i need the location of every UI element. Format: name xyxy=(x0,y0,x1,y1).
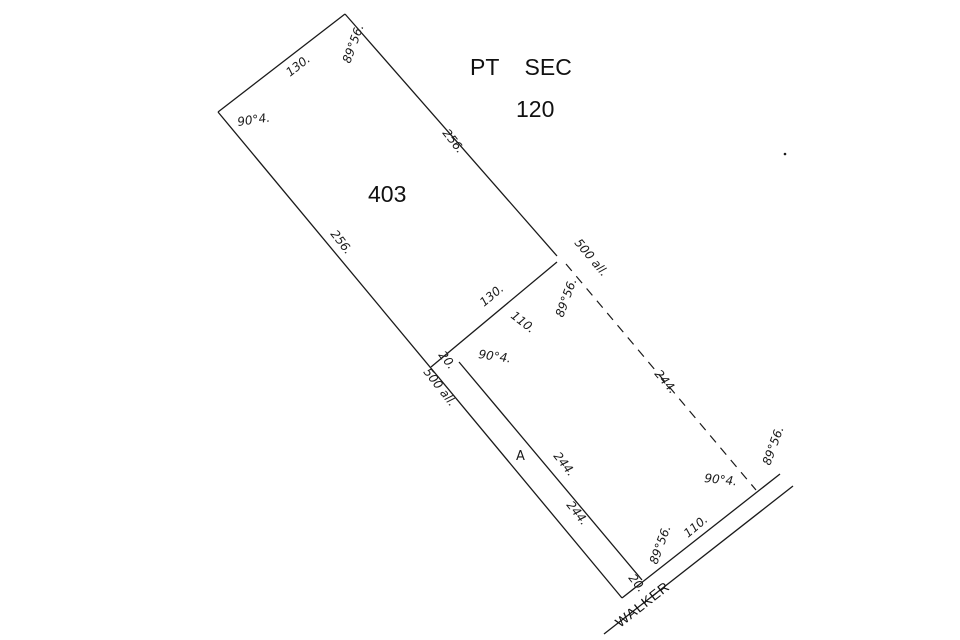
east-dashed-boundary xyxy=(565,263,757,491)
lot-403-right-boundary xyxy=(344,13,558,257)
dim-left-500: 500 all. xyxy=(421,365,459,409)
stray-mark xyxy=(783,152,787,156)
dim-left-angle: 90°4. xyxy=(236,111,270,129)
west-boundary xyxy=(217,111,623,599)
pt-sec-label: PT SEC xyxy=(470,54,572,80)
dim-left-20: 20. xyxy=(436,348,459,372)
lot-a-label: A xyxy=(516,449,525,464)
dim-right-244: 244. xyxy=(652,367,680,396)
lot-403-bottom-boundary xyxy=(430,261,558,368)
dim-strip-244-a: 244. xyxy=(551,449,578,479)
lot-403-top-boundary xyxy=(217,13,346,113)
lot-number-403: 403 xyxy=(368,181,406,207)
dim-mid-right-500: 500 all. xyxy=(572,236,611,279)
dim-mid-110: 110. xyxy=(508,308,538,335)
walker-street-line xyxy=(603,485,794,635)
dim-bottom-angle: 89°56. xyxy=(647,523,674,566)
section-number: 120 xyxy=(516,96,554,122)
dim-mid-angle: 89°56. xyxy=(553,276,580,319)
dim-strip-244-b: 244. xyxy=(564,498,591,528)
dim-upper-left-256: 256. xyxy=(328,227,355,257)
strip-inner-boundary xyxy=(458,361,643,581)
dim-inner-angle: 90°4. xyxy=(478,347,512,365)
dim-top-130: 130. xyxy=(283,52,313,79)
dim-bottom-right-angle: 90°4. xyxy=(704,471,738,488)
dim-top-right-angle: 89°56. xyxy=(340,22,367,65)
dim-bottom-110: 110. xyxy=(681,512,710,540)
bottom-frontage-line xyxy=(621,473,781,599)
dim-far-right-angle: 89°56. xyxy=(760,424,787,467)
dim-mid-130: 130. xyxy=(477,281,506,309)
dim-upper-right-256: 256. xyxy=(440,126,467,156)
